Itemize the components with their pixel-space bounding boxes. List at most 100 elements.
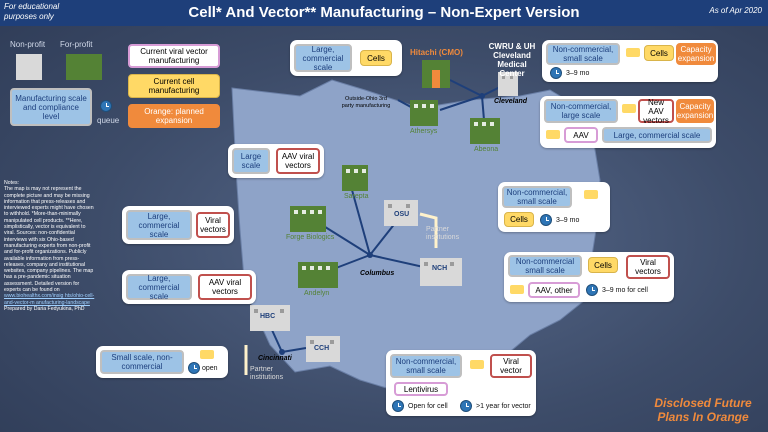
cwru-queue-icon [550,67,562,79]
notes-body: The map is may not represent the complet… [4,186,94,294]
cwru-card: Non-commercial, small scale Cells Capaci… [542,40,718,82]
hitachi-label: Hitachi (CMO) [410,48,463,57]
notes-link[interactable]: www.biohealthx.com/insig hts/ohio-cell-a… [4,293,95,306]
hbc-card: Small scale, non-commercial open [96,346,228,378]
cch-scale: Non-commercial, small scale [390,354,462,378]
nch-queue-icon [586,284,598,296]
sarepta-scale: Large scale [232,148,270,174]
building-hitachi [422,60,450,88]
hitachi-cells: Cells [360,50,392,66]
columbus-label: Columbus [360,270,395,277]
cwru-cell-marker [626,48,640,57]
as-of-date: As of Apr 2020 [709,6,762,15]
sarepta-card: Large scale AAV viral vectors [228,144,324,178]
forge-label: Forge Biologics [286,234,335,241]
legend-viral-box: Current viral vector manufacturing [128,44,220,68]
hbc-open: open [202,365,218,372]
hbc-label: HBC [260,313,276,320]
legend-nonprofit-label: Non-profit [10,40,46,49]
notes-title: Notes: [4,180,19,186]
notes-block: Notes: The map is may not represent the … [4,180,96,312]
abeona-cell-marker [622,104,636,113]
outside-ohio-label: Outside-Ohio 3rd party manufacturing [341,96,391,109]
cwru-label: CWRU & UH Cleveland Medical Center [488,42,536,78]
cwru-cells: Cells [644,45,674,61]
cwru-expansion: Capacity expansion [676,43,716,65]
nch-card: Non-commercial small scale Cells Viral v… [504,252,674,302]
cch-queue-icon [392,400,404,412]
forge-card: Large, commercial scale Viral vectors [122,206,234,244]
abeona-new-aav: New AAV vectors [638,98,674,125]
abeona-card: Non-commercial, large scale New AAV vect… [540,96,716,148]
queue-clock-icon [100,100,112,112]
abeona-label: Abeona [474,146,499,153]
hbc-cell-marker [200,350,214,359]
forge-viral: Viral vectors [196,212,230,238]
nch-time: 3–9 mo for cell [602,287,648,294]
forprofit-building-icon [66,54,102,80]
cch-year: >1 year for vector [476,403,531,410]
link-cincinnati-hbc [271,329,283,353]
cch-card: Non-commercial, small scale Viral vector… [386,350,536,416]
cwru-time: 3–9 mo [566,70,590,77]
abeona-large: Large, commercial scale [602,127,712,143]
partner-label-cincinnati: Partner institutions [250,366,284,381]
sarepta-label: Sarepta [344,193,369,200]
legend-scale-box: Manufacturing scale and compliance level [10,88,92,126]
abeona-scale: Non-commercial, large scale [544,99,618,123]
legend-forprofit-label: For-profit [60,40,93,49]
link-cleveland-abeona [481,95,485,121]
building-andelyn [298,262,338,288]
hitachi-scale: Large, commercial scale [294,44,352,72]
cwru-scale: Non-commercial, small scale [546,43,620,65]
building-athersys [410,100,438,126]
partner-label-columbus: Partner institutions [426,226,460,241]
nch-scale: Non-commercial small scale [508,255,582,277]
abeona-expansion: Capacity expansion [676,99,714,123]
columbus-hub [367,252,373,258]
cch-lenti: Lentivirus [394,382,448,396]
osu-time: 3–9 mo [556,217,580,224]
link-cleveland-hitachi [449,79,483,97]
hbc-scale: Small scale, non-commercial [100,350,184,374]
legend-cell-box: Current cell manufacturing [128,74,220,98]
nch-aav: AAV, other [528,282,580,298]
building-forge [290,206,326,232]
page-title: Cell* And Vector** Manufacturing – Non-E… [188,4,580,21]
abeona-cell-marker-2 [546,130,560,139]
cch-label: CCH [314,345,330,352]
osu-cells: Cells [504,212,534,227]
link-cleveland-athersys [439,95,483,111]
nonprofit-building-icon [16,54,42,80]
andelyn-label: Andelyn [304,290,330,297]
building-abeona [470,118,500,144]
notes-author: Prepared by Daria Fedyukina, PhD [4,305,85,312]
link-cincinnati-cch [281,347,307,353]
title-bar: For educational purposes only Cell* And … [0,0,768,26]
nch-cell-marker [510,285,524,294]
cch-queue-icon-2 [460,400,472,412]
building-sarepta [342,165,368,191]
link-columbus-andelyn [335,254,371,269]
abeona-aav: AAV [564,127,598,143]
cleveland-hub [479,93,485,99]
link-columbus-osu [369,221,397,256]
nch-label: NCH [432,265,448,272]
footer-note: Disclosed Future Plans In Orange [654,396,752,424]
athersys-label: Athersys [410,128,438,135]
cincinnati-hub [279,349,285,355]
link-columbus-sarepta [351,189,371,256]
andelyn-card: Large, commercial scale AAV viral vector… [122,270,256,304]
cleveland-label: Cleveland [494,98,528,105]
hitachi-card: Large, commercial scale Cells [290,40,402,76]
educational-note: For educational purposes only [4,2,60,21]
hbc-queue-icon [188,362,200,374]
osu-scale: Non-commercial, small scale [502,186,572,208]
cch-viral: Viral vector [490,354,532,378]
sarepta-aav: AAV viral vectors [276,148,320,174]
andelyn-scale: Large, commercial scale [126,274,192,301]
forge-scale: Large, commercial scale [126,210,192,240]
cch-open: Open for cell [408,403,448,410]
